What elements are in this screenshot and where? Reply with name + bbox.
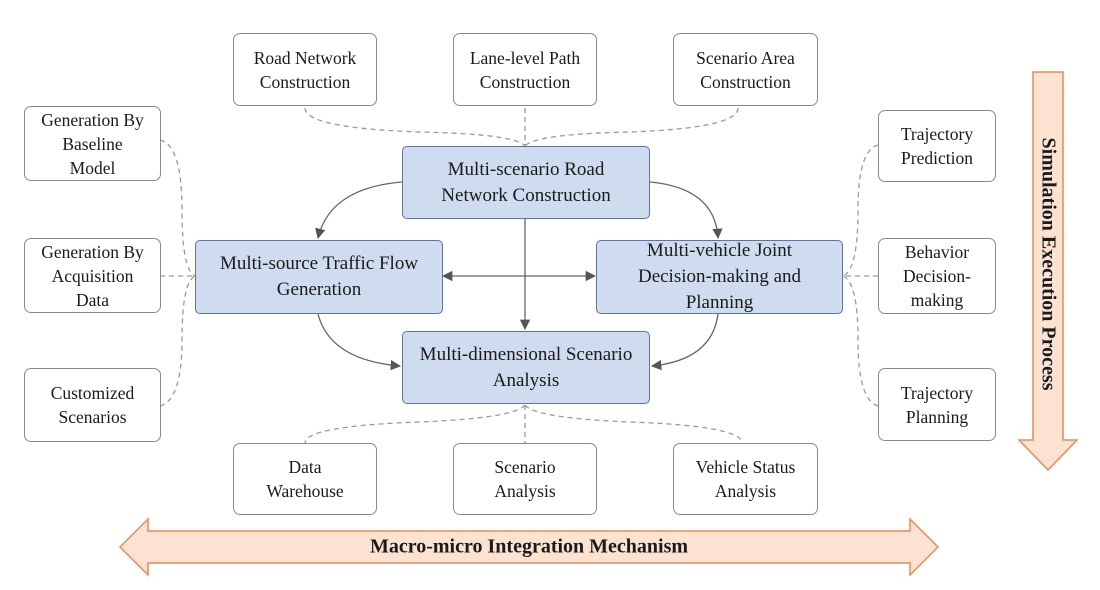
leaf-generation-by-baseline-model: Generation By Baseline Model [24,106,161,181]
leaf-generation-by-acquisition-data: Generation By Acquisition Data [24,238,161,313]
right-dashed-connectors [842,144,879,407]
leaf-vehicle-status-analysis: Vehicle Status Analysis [673,443,818,515]
arrow-road-to-traffic [315,181,403,240]
core-multi-dimensional-scenario-analysis: Multi-dimensional Scenario Analysis [402,331,650,404]
core-multi-vehicle-joint-decision: Multi-vehicle Joint Decision-making and … [596,240,843,314]
macro-micro-label: Macro-micro Integration Mechanism [369,535,689,558]
bottom-dashed-connectors [304,404,743,444]
core-multi-scenario-road-network: Multi-scenario Road Network Construction [402,146,650,219]
leaf-trajectory-planning: Trajectory Planning [878,368,996,441]
leaf-data-warehouse: Data Warehouse [233,443,377,515]
leaf-road-network-construction: Road Network Construction [233,33,377,106]
core-multi-source-traffic-flow: Multi-source Traffic Flow Generation [195,240,443,314]
leaf-trajectory-prediction: Trajectory Prediction [878,110,996,182]
leaf-scenario-area-construction: Scenario Area Construction [673,33,818,106]
leaf-behavior-decision-making: Behavior Decision- making [878,238,996,314]
core-arrows [315,181,723,371]
top-dashed-connectors [304,107,739,147]
arrow-traffic-to-analysis [317,313,402,371]
simulation-execution-label: Simulation Execution Process [1037,137,1060,391]
arrow-road-to-decision [649,181,723,240]
leaf-scenario-analysis: Scenario Analysis [453,443,597,515]
leaf-lane-level-path-construction: Lane-level Path Construction [453,33,597,106]
arrow-decision-to-analysis [650,313,719,371]
macro-micro-arrow [118,517,940,577]
leaf-customized-scenarios: Customized Scenarios [24,368,161,442]
simulation-execution-arrow [1017,71,1079,472]
left-dashed-connectors [159,139,196,407]
